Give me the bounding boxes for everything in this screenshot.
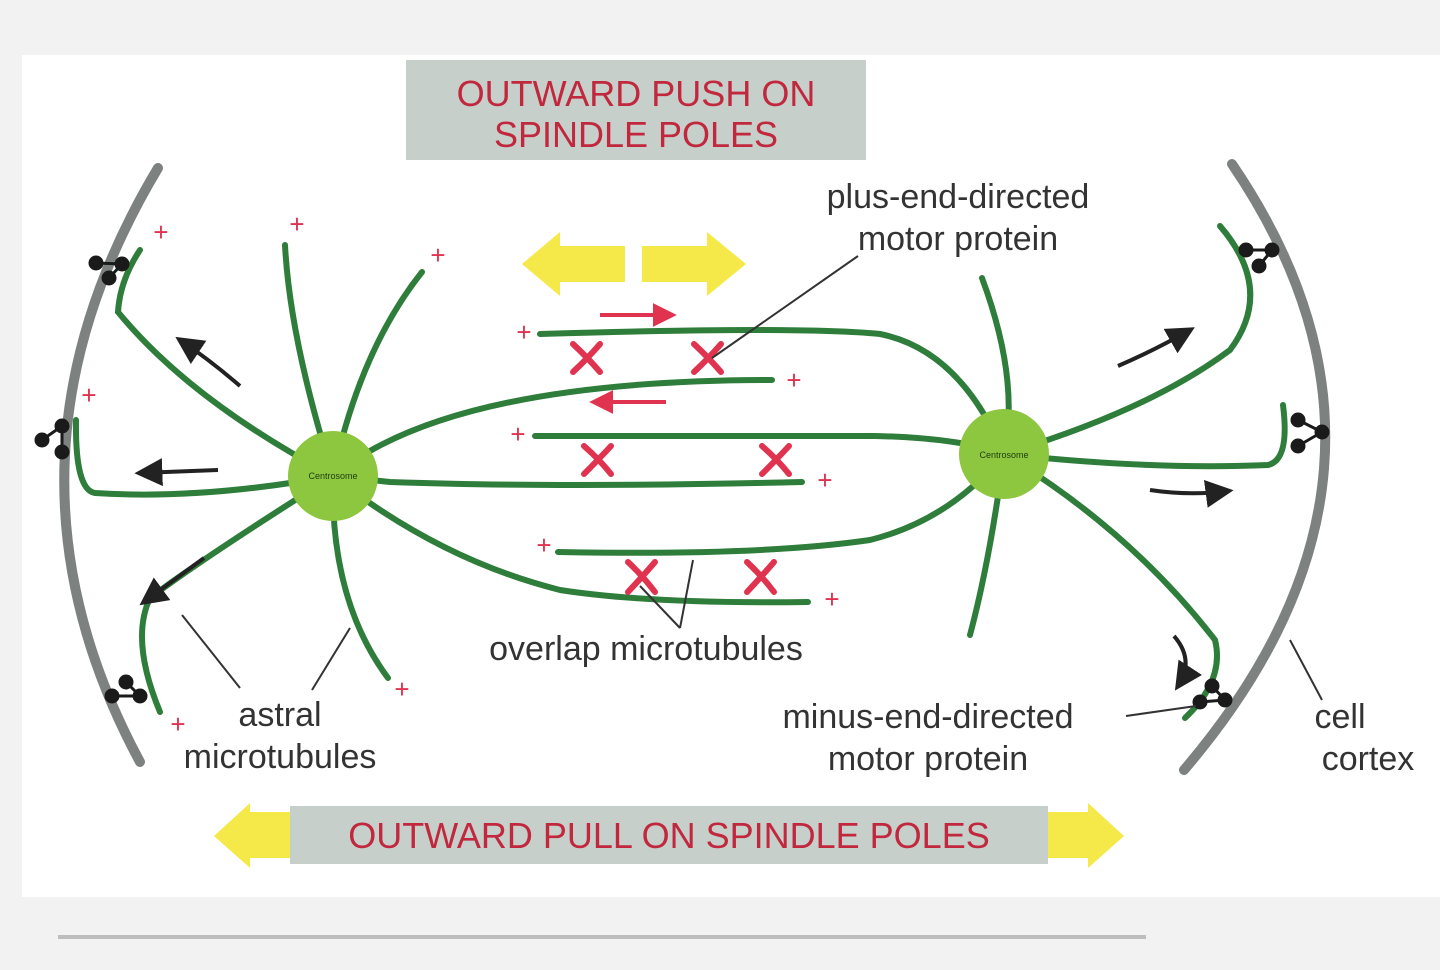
astral-label-line1: astral (238, 696, 321, 734)
pull-banner: OUTWARD PULL ON SPINDLE POLES (214, 803, 1124, 868)
plus-ends: + + + + + + + + + + + + (81, 209, 839, 739)
pull-banner-text: OUTWARD PULL ON SPINDLE POLES (348, 815, 989, 856)
plus-sign: + (170, 709, 185, 739)
overlap-mt-1 (537, 327, 1007, 457)
plus-end-motors (570, 341, 792, 595)
minus-motor-right-2 (1290, 412, 1330, 454)
overlap-label: overlap microtubules (489, 630, 803, 668)
plus-sign: + (81, 380, 96, 410)
plus-sign: + (289, 209, 304, 239)
cortex-left (59, 163, 163, 767)
leader-minus-motor (1125, 705, 1197, 717)
movement-arrow (1172, 634, 1202, 691)
push-banner: OUTWARD PUSH ON SPINDLE POLES (406, 60, 866, 160)
leader-overlap (639, 585, 681, 629)
plus-sign: + (430, 240, 445, 270)
cortex-label-line2: cortex (1322, 740, 1415, 778)
movement-arrow (1117, 327, 1195, 368)
motor-5 (625, 559, 658, 595)
push-arrow-right (642, 232, 746, 296)
motor-6 (744, 559, 777, 595)
diagram-labels: plus-end-directed motor protein overlap … (184, 178, 1415, 778)
overlap-mt-6 (330, 473, 811, 606)
centrosome-right: Centrosome (959, 409, 1049, 499)
push-arrow-left (522, 232, 625, 296)
plus-sign: + (817, 465, 832, 495)
bottom-divider (58, 935, 1146, 939)
pull-arrow-left (214, 803, 290, 868)
movement-arrow (139, 556, 206, 606)
plus-sign: + (510, 419, 525, 449)
astral-mt-left-1 (114, 247, 336, 479)
leader-overlap (679, 559, 694, 629)
plus-sign: + (536, 530, 551, 560)
minus-motor-label-line2: motor protein (828, 740, 1028, 778)
centrosome-left: Centrosome (288, 431, 378, 521)
astral-mt-left-4 (72, 417, 336, 498)
astral-label-line2: microtubules (184, 738, 377, 776)
overlap-mt-4 (330, 473, 805, 488)
push-arrows (522, 232, 746, 296)
plus-sign: + (516, 317, 531, 347)
overlap-mt-5 (555, 451, 1007, 556)
movement-arrow (134, 458, 219, 487)
leader-astral (311, 627, 351, 691)
push-banner-line2: SPINDLE POLES (494, 114, 778, 155)
plus-sign: + (786, 365, 801, 395)
leader-plus-motor (711, 255, 859, 359)
centrosome-right-label: Centrosome (979, 450, 1028, 460)
minus-end-motors (34, 242, 1330, 710)
leader-lines (181, 255, 1323, 717)
leader-astral (181, 614, 241, 689)
figure-card (22, 55, 1440, 897)
minus-motor-left-3 (104, 674, 148, 704)
astral-mt-left-5 (139, 473, 336, 715)
minus-motor-label-line1: minus-end-directed (782, 698, 1073, 736)
movement-arrow (1149, 480, 1234, 508)
plus-sign: + (394, 674, 409, 704)
minus-motor-right-1 (1238, 242, 1280, 274)
astral-mt-right-3 (1001, 402, 1288, 470)
motor-2 (691, 341, 724, 375)
motor-4 (759, 443, 792, 477)
plus-motor-label-line1: plus-end-directed (827, 178, 1090, 216)
pull-arrow-right (1048, 803, 1124, 868)
pole-movement-arrows (134, 327, 1234, 691)
cell-cortex (59, 159, 1331, 775)
minus-motor-right-3 (1192, 678, 1233, 710)
plus-sign: + (153, 217, 168, 247)
cortex-right (1179, 159, 1331, 775)
plus-sign: + (824, 584, 839, 614)
minus-motor-left-2 (34, 418, 70, 460)
centrosome-left-label: Centrosome (308, 471, 357, 481)
sliding-arrows (589, 303, 677, 414)
motor-3 (581, 443, 614, 477)
overlap-mt-2 (330, 377, 775, 479)
cortex-label-line1: cell (1314, 698, 1365, 736)
astral-mt-right-2 (1001, 223, 1254, 457)
push-banner-line1: OUTWARD PUSH ON (457, 73, 816, 114)
movement-arrow (175, 336, 242, 388)
motor-1 (570, 341, 603, 375)
minus-motor-left-1 (88, 255, 130, 286)
plus-motor-label-line2: motor protein (858, 220, 1058, 258)
leader-cortex (1289, 639, 1323, 701)
